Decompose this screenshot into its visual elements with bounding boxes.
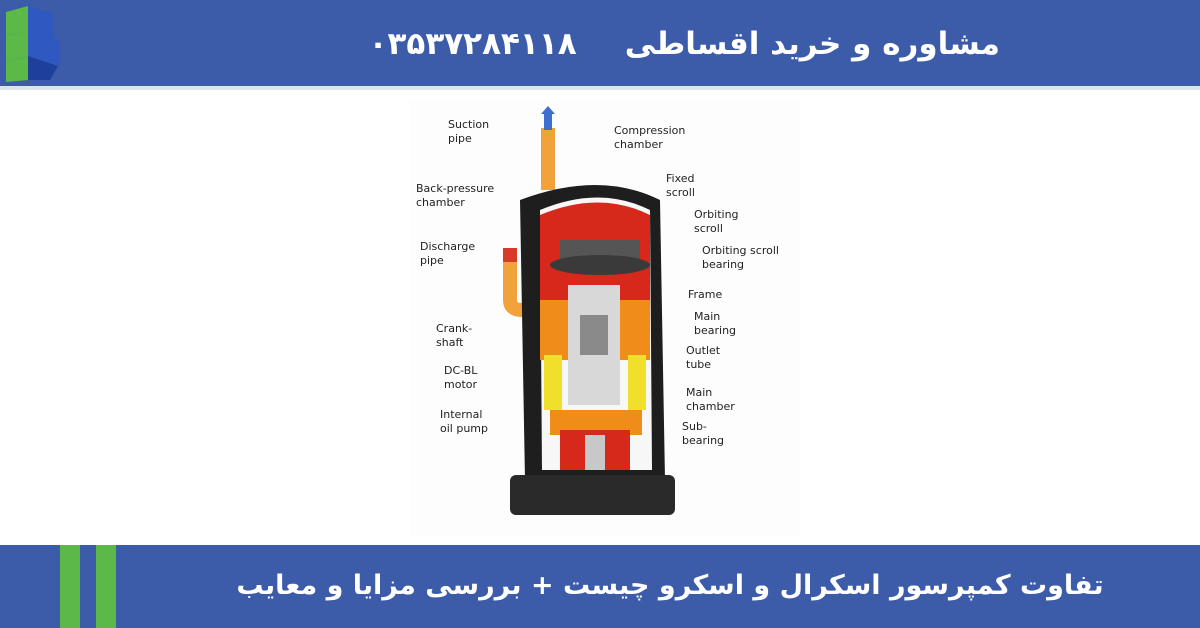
label-orbiting-scroll-bearing: Orbiting scroll bearing bbox=[702, 244, 779, 271]
footer-title: تفاوت کمپرسور اسکرال و اسکرو چیست + بررس… bbox=[236, 570, 1104, 601]
footer-bar bbox=[0, 545, 1200, 628]
label-internal-oil-pump: Internal oil pump bbox=[440, 408, 488, 435]
label-frame: Frame bbox=[688, 288, 723, 301]
compressor-diagram: Suction pipe Compression chamber Fixed s… bbox=[410, 100, 800, 535]
brand-logo-icon bbox=[6, 6, 60, 82]
label-outlet-tube: Outlet tube bbox=[686, 344, 721, 371]
label-discharge-pipe: Discharge pipe bbox=[420, 240, 476, 267]
footer-accent-stripe bbox=[96, 545, 116, 628]
label-suction-pipe: Suction pipe bbox=[448, 118, 490, 145]
header-title: ۰۳۵۳۷۲۸۴۱۱۸ مشاوره و خرید اقساطی bbox=[255, 14, 1000, 74]
label-main-bearing: Main bearing bbox=[694, 310, 737, 337]
header-divider bbox=[0, 86, 1200, 90]
phone-number[interactable]: ۰۳۵۳۷۲۸۴۱۱۸ bbox=[368, 26, 577, 62]
compressor-cutaway-illustration bbox=[503, 106, 675, 515]
footer-accent-stripe bbox=[60, 545, 80, 628]
label-crankshaft: Crank- shaft bbox=[436, 322, 473, 349]
label-compression-chamber: Compression chamber bbox=[614, 124, 686, 151]
label-main-chamber: Main chamber bbox=[686, 386, 735, 413]
header-bar: ۰۳۵۳۷۲۸۴۱۱۸ مشاوره و خرید اقساطی bbox=[0, 0, 1200, 86]
label-dcbl-motor: DC-BL motor bbox=[444, 364, 478, 391]
header-text: مشاوره و خرید اقساطی bbox=[624, 26, 1000, 62]
label-fixed-scroll: Fixed scroll bbox=[666, 172, 695, 199]
label-orbiting-scroll: Orbiting scroll bbox=[694, 208, 739, 235]
label-back-pressure-chamber: Back-pressure chamber bbox=[416, 182, 495, 209]
label-sub-bearing: Sub- bearing bbox=[682, 420, 725, 447]
